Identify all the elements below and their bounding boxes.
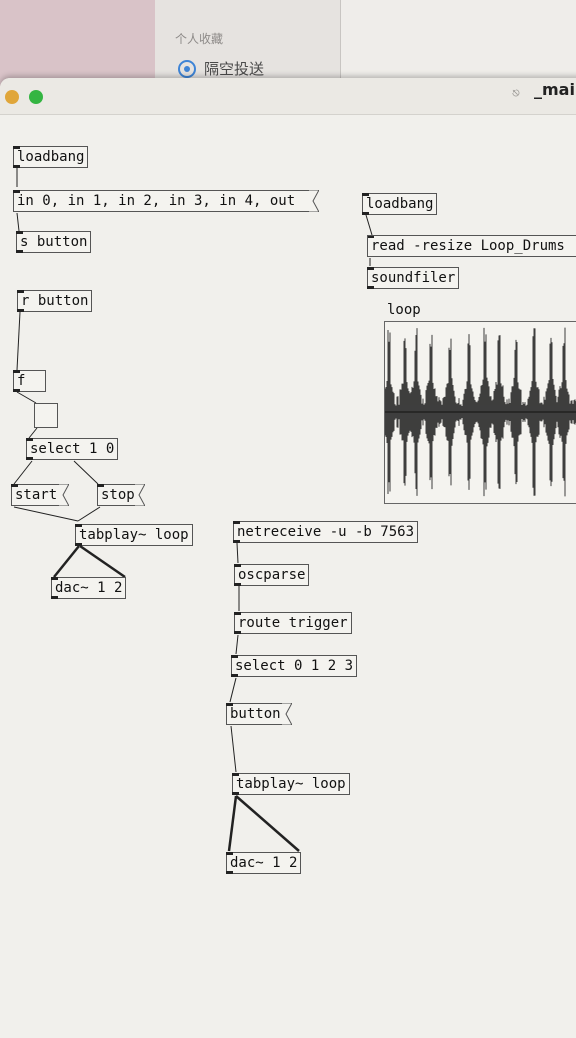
cord <box>235 795 300 852</box>
tabplay-object-left[interactable]: tabplay~ loop <box>75 524 193 546</box>
minimize-button[interactable] <box>5 90 19 104</box>
background-finder-window <box>155 0 576 90</box>
stop-message-text: stop <box>101 487 135 503</box>
read-resize-message-box[interactable]: read -resize Loop_Drums <box>367 235 576 257</box>
cord <box>16 212 20 232</box>
loadbang-object-right[interactable]: loadbang <box>362 193 438 215</box>
start-message-box[interactable]: start <box>11 484 69 506</box>
start-message-text: start <box>15 487 58 503</box>
button-message-text: button <box>230 706 281 722</box>
inlets-message-box[interactable]: in 0, in 1, in 2, in 3, in 4, out <box>13 190 319 212</box>
message-flag-icon <box>59 484 69 506</box>
stop-message-box[interactable]: stop <box>97 484 145 506</box>
netreceive-object[interactable]: netreceive -u -b 7563 <box>233 521 419 543</box>
cord <box>28 427 38 439</box>
button-message-box[interactable]: button <box>226 703 292 725</box>
number-atom-box[interactable] <box>34 403 58 428</box>
array-loop-graph[interactable] <box>384 321 576 504</box>
array-label: loop <box>387 302 421 318</box>
loadbang-object-left[interactable]: loadbang <box>13 146 89 168</box>
window-title: _mai <box>534 80 575 99</box>
finder-content-pane <box>341 0 576 90</box>
cord <box>235 634 239 655</box>
select-1-0-object[interactable]: select 1 0 <box>26 438 119 460</box>
cord <box>77 506 101 522</box>
background-desktop <box>0 0 155 90</box>
cord <box>230 725 237 773</box>
cord <box>53 545 80 578</box>
cord <box>13 460 33 485</box>
cord <box>227 795 238 852</box>
cord <box>365 214 373 236</box>
message-flag-icon <box>135 484 145 506</box>
airdrop-label: 隔空投送 <box>204 60 265 78</box>
message-flag-icon <box>309 190 319 212</box>
inlets-message-text: in 0, in 1, in 2, in 3, in 4, out <box>17 193 296 209</box>
finder-favorites-heading: 个人收藏 <box>175 32 224 46</box>
dac-object-right[interactable]: dac~ 1 2 <box>226 852 302 874</box>
message-flag-icon <box>282 703 292 725</box>
finder-divider <box>340 0 341 90</box>
oscparse-object[interactable]: oscparse <box>234 564 310 586</box>
waveform-plot <box>385 327 576 497</box>
cord <box>16 391 37 404</box>
s-button-object[interactable]: s button <box>16 231 92 253</box>
tabplay-object-right[interactable]: tabplay~ loop <box>232 773 350 795</box>
cord <box>13 506 79 522</box>
soundfiler-object[interactable]: soundfiler <box>367 267 460 289</box>
cord <box>236 542 239 564</box>
finder-sidebar-item-airdrop[interactable]: 隔空投送 <box>178 58 264 79</box>
cord <box>79 544 126 579</box>
cord <box>229 677 237 703</box>
window-titlebar: ⎋ _mai <box>0 78 576 115</box>
route-trigger-object[interactable]: route trigger <box>234 612 352 634</box>
cord <box>16 311 21 371</box>
cord <box>73 460 99 485</box>
float-object[interactable]: f <box>13 370 46 392</box>
document-icon: ⎋ <box>512 86 520 101</box>
r-button-object[interactable]: r button <box>17 290 93 312</box>
zoom-button[interactable] <box>29 90 43 104</box>
airdrop-icon <box>178 59 196 78</box>
select-0123-object[interactable]: select 0 1 2 3 <box>231 655 358 677</box>
dac-object-left[interactable]: dac~ 1 2 <box>51 577 127 599</box>
